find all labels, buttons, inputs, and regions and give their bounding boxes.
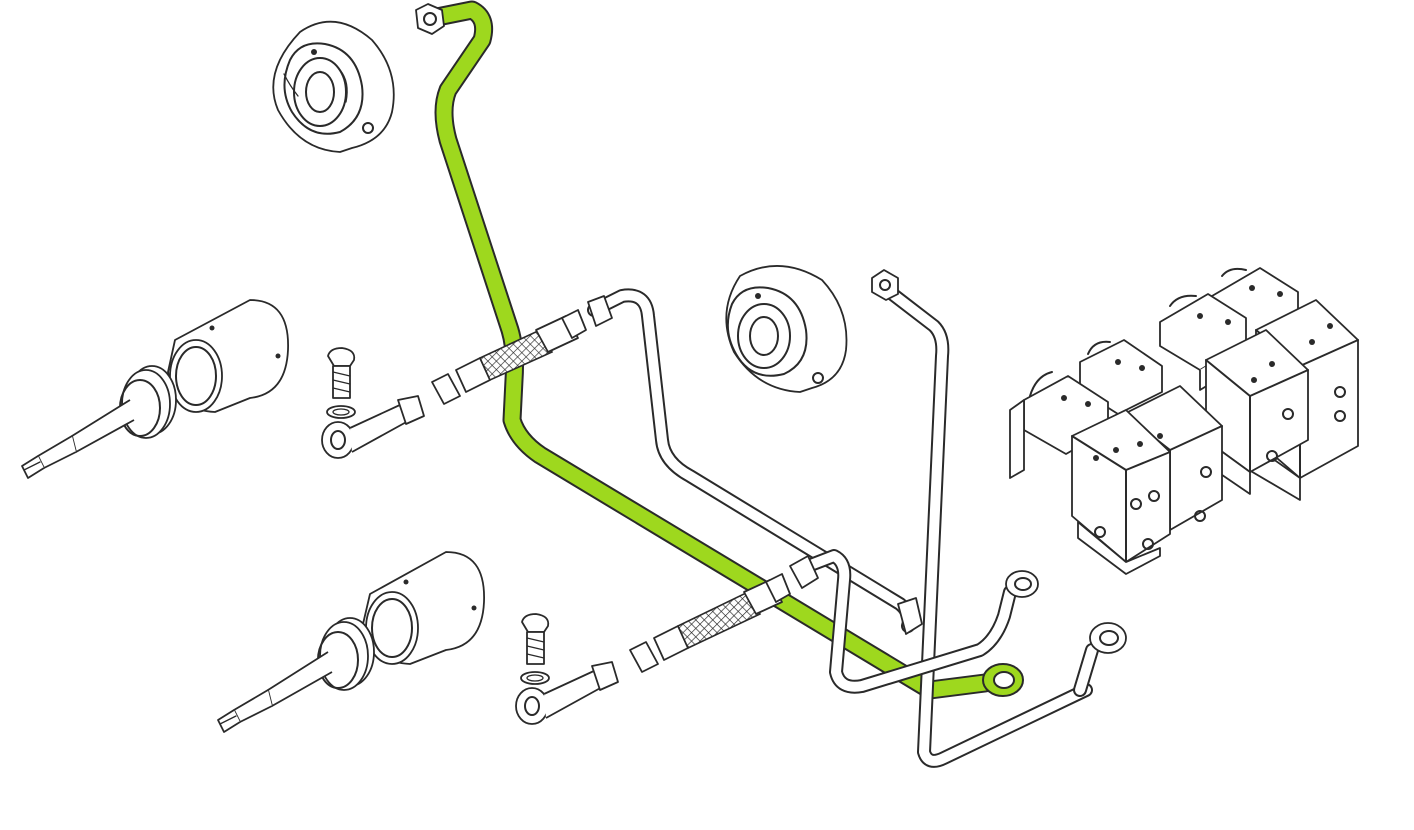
pipe-right-vertical[interactable] <box>871 269 1127 768</box>
pipe-lower-right[interactable] <box>789 549 1039 694</box>
pipe-upper-loop[interactable] <box>587 288 923 635</box>
valve-block-middle <box>1159 293 1309 495</box>
hose-assembly-upper[interactable] <box>431 309 587 405</box>
return-pipe-top-nut <box>415 3 445 35</box>
banjo-fitting-lower[interactable] <box>515 613 619 725</box>
piston-cylinder-upper[interactable] <box>21 299 289 479</box>
return-pipe[interactable] <box>415 0 1024 700</box>
return-pipe-fill <box>424 2 993 698</box>
valve-block-assembly[interactable] <box>1009 267 1359 575</box>
piston-cylinder-lower[interactable] <box>217 551 485 733</box>
valve-block-front-left <box>1009 267 1247 575</box>
bearing-collar-upper[interactable] <box>272 20 395 153</box>
return-pipe-eye-end <box>982 663 1024 697</box>
banjo-fitting-upper[interactable] <box>321 347 425 459</box>
bearing-collar-middle[interactable] <box>725 265 848 393</box>
hose-assembly-lower[interactable] <box>629 573 791 673</box>
